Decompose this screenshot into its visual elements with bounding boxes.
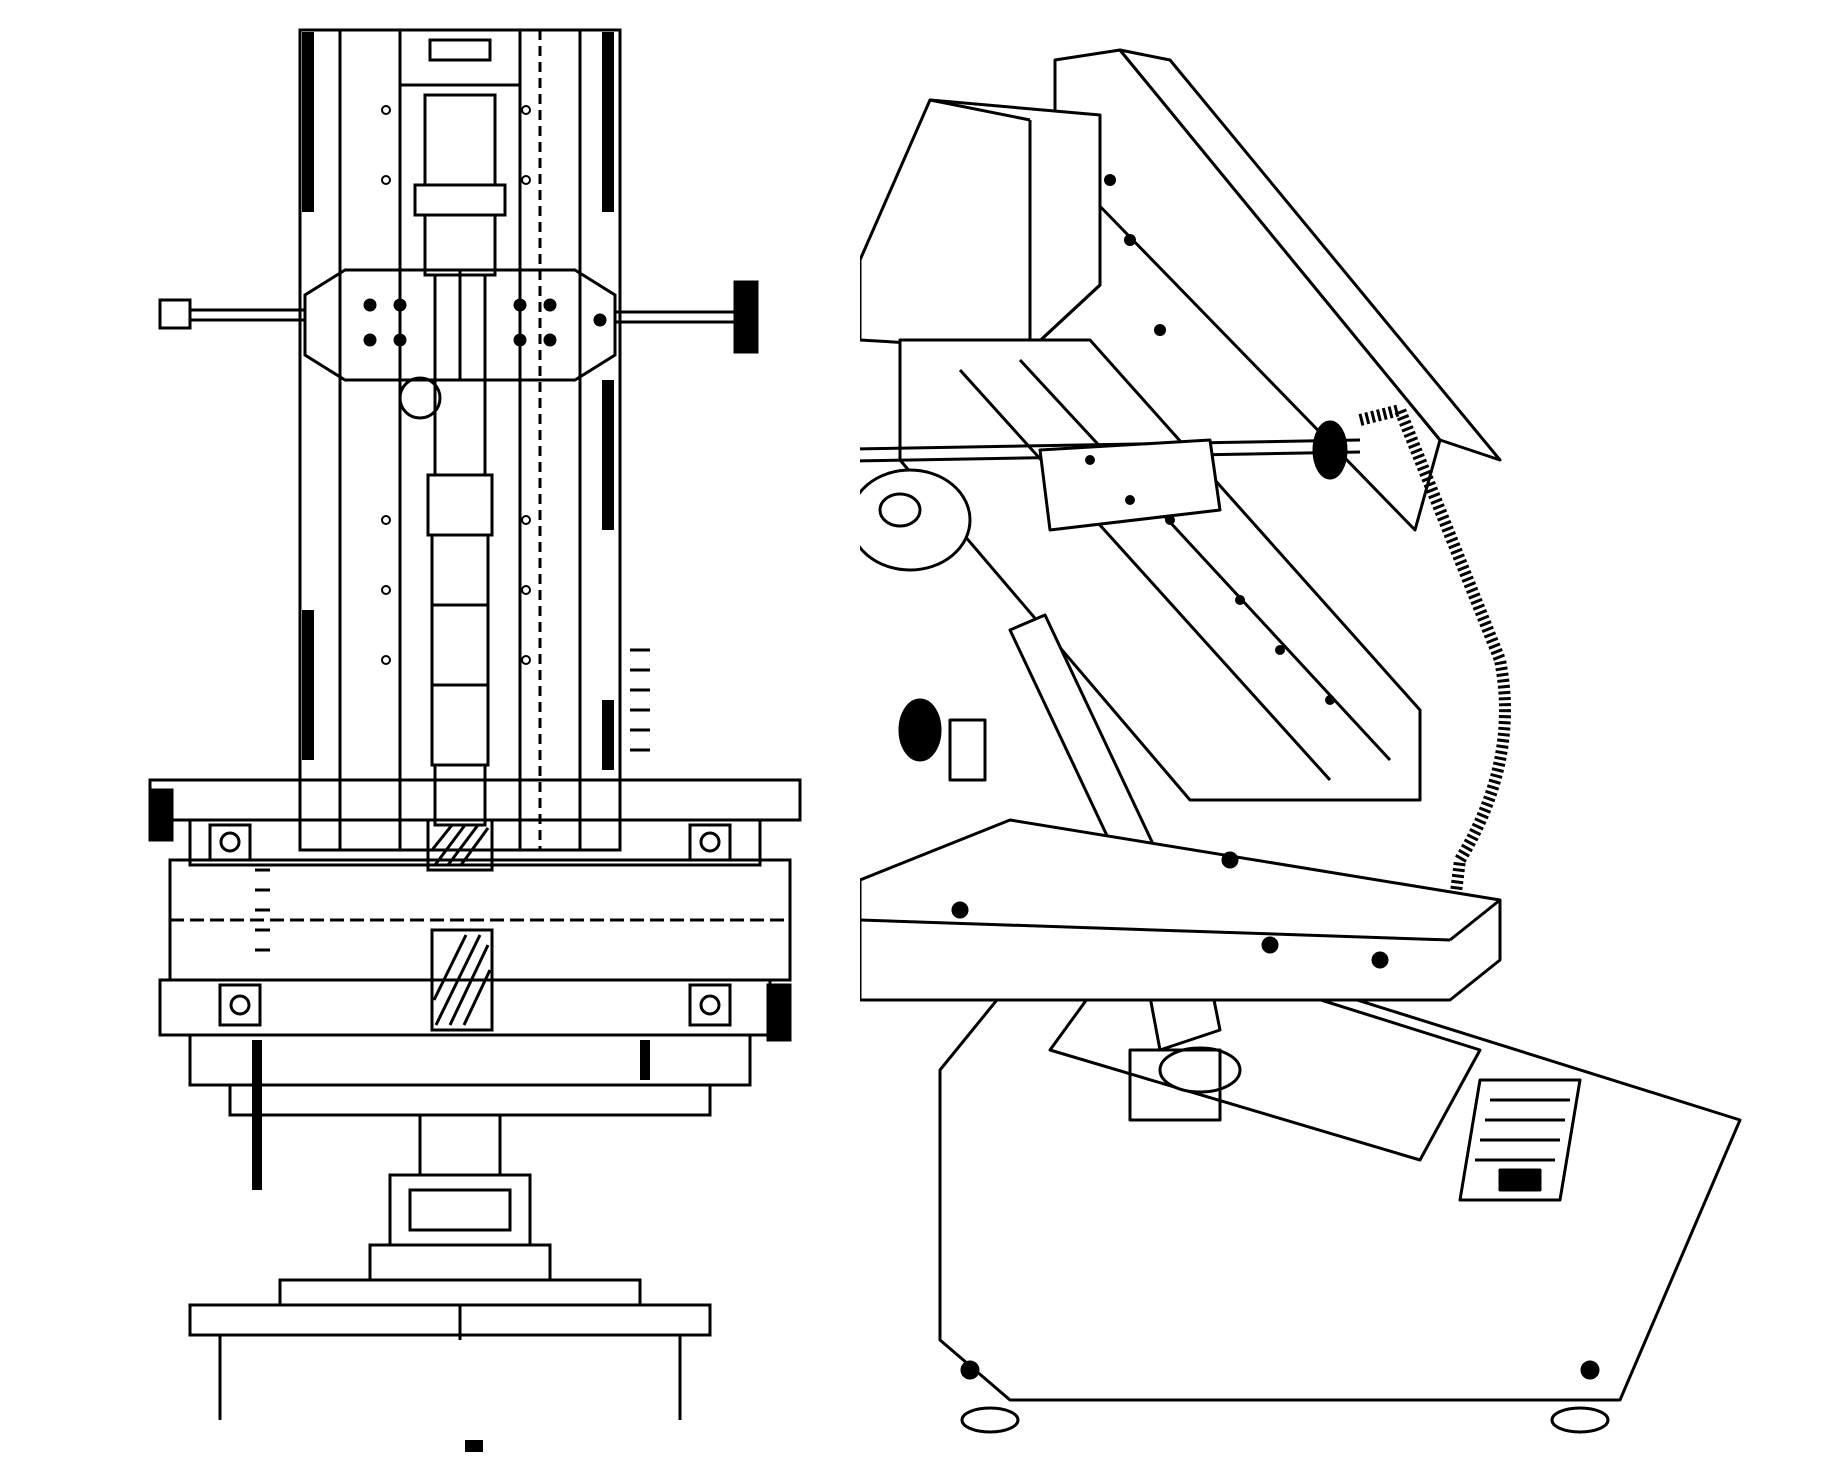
front-elevation-drawing xyxy=(148,28,802,1452)
carriage-plate xyxy=(303,268,617,382)
front-elevation-view xyxy=(70,20,870,1460)
lower-housing xyxy=(860,818,1502,1002)
isometric-drawing xyxy=(860,48,1742,1434)
column-frame xyxy=(298,28,622,852)
handwheel-icon xyxy=(1312,420,1348,480)
motor-housing xyxy=(860,98,1102,352)
helical-gear-icon xyxy=(426,818,494,872)
lever-icon xyxy=(158,298,192,330)
isometric-view xyxy=(860,40,1840,1460)
cable-chain-icon xyxy=(1358,404,1511,941)
handwheel-icon xyxy=(733,280,759,354)
guide-rails xyxy=(252,32,650,1190)
